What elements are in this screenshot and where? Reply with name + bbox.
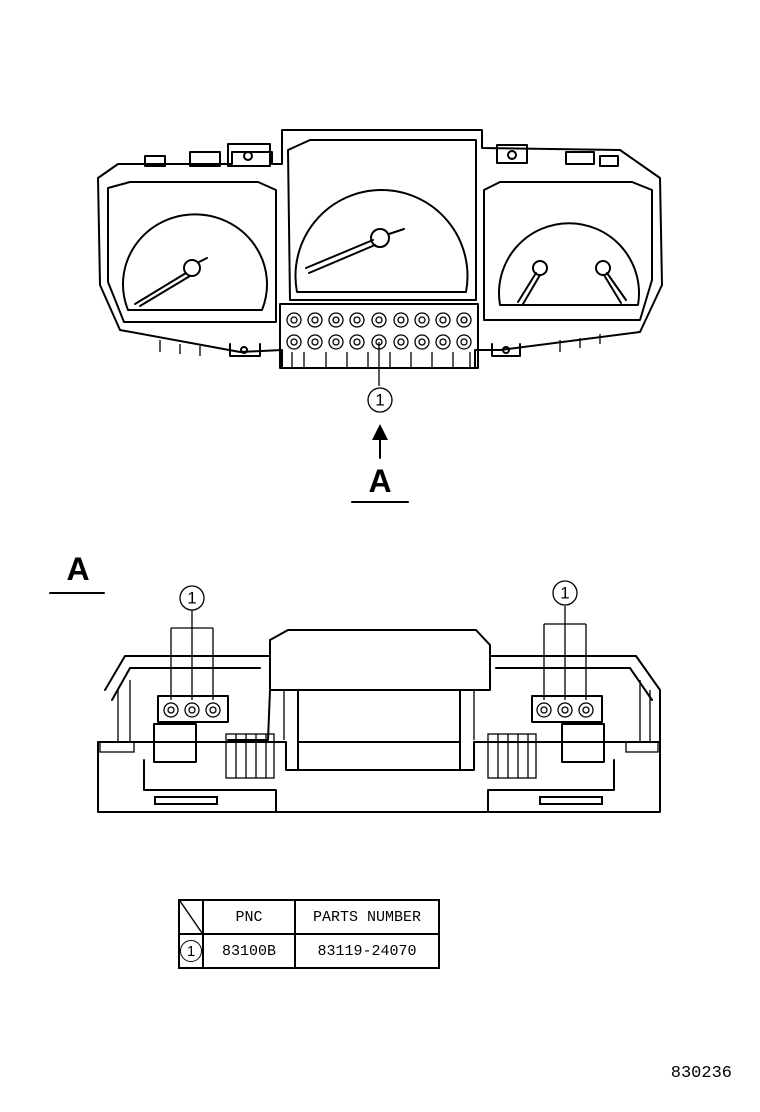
callout-view-right-label: 1: [560, 584, 569, 603]
row-parts-number: 83119-24070: [294, 933, 440, 969]
parts-table-header: PNC PARTS NUMBER: [178, 899, 440, 935]
section-view-letter: A: [66, 551, 89, 587]
callout-view-left-circle: [179, 585, 205, 611]
diagram-code: 830236: [670, 1064, 732, 1083]
callout-top-circle: [367, 387, 393, 413]
combination-meter-front-view: 1 A: [97, 129, 663, 503]
callout-view-left-label: 1: [187, 589, 196, 608]
table-row: 1 83100B 83119-24070: [178, 933, 440, 969]
header-parts-number: PARTS NUMBER: [294, 899, 440, 935]
row-ref-circle: 1: [180, 940, 202, 962]
parts-table: PNC PARTS NUMBER 1 83100B 83119-24070: [178, 899, 440, 969]
view-arrow-letter: A: [368, 463, 391, 499]
section-view-a: A: [49, 551, 661, 813]
table-corner-cell: [178, 899, 204, 935]
view-arrow-icon: [372, 424, 388, 440]
row-pnc: 83100B: [202, 933, 296, 969]
callout-view-right-circle: [552, 580, 578, 606]
bulb-socket-row-upper: [286, 312, 472, 328]
row-ref-cell: 1: [178, 933, 204, 969]
header-pnc: PNC: [202, 899, 296, 935]
callout-top-label: 1: [375, 391, 384, 410]
